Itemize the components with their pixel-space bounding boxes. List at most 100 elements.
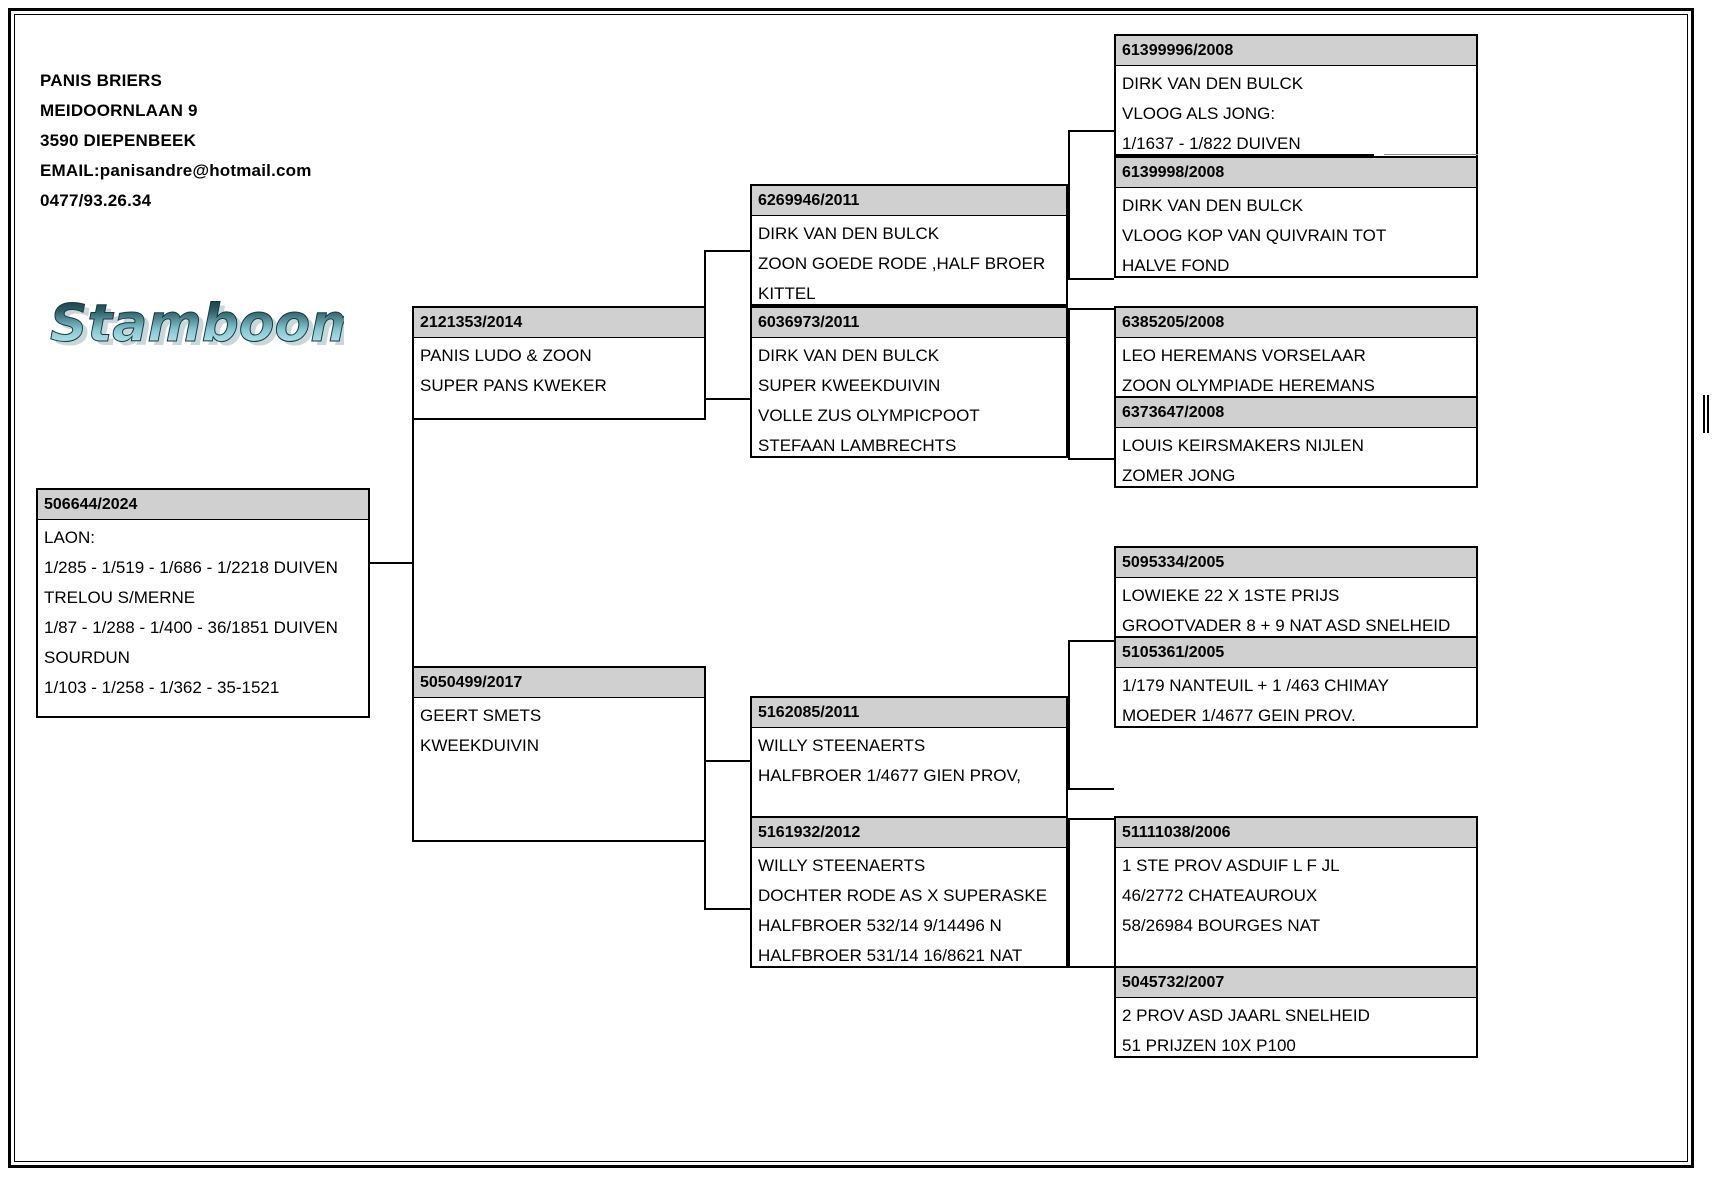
greatgrandparent-1-details: DIRK VAN DEN BULCK VLOOG ALS JONG: 1/163…	[1116, 66, 1476, 162]
grandparent-2-details: DIRK VAN DEN BULCK SUPER KWEEKDUIVIN VOL…	[752, 338, 1066, 464]
greatgrandparent-6-details: 1/179 NANTEUIL + 1 /463 CHIMAY MOEDER 1/…	[1116, 668, 1476, 734]
pedigree-box-greatgrandparent-1[interactable]: 61399996/2008 DIRK VAN DEN BULCK VLOOG A…	[1114, 34, 1478, 156]
greatgrandparent-2-details: DIRK VAN DEN BULCK VLOOG KOP VAN QUIVRAI…	[1116, 188, 1476, 284]
greatgrandparent-2-line: DIRK VAN DEN BULCK	[1122, 196, 1304, 215]
dam-line: KWEEKDUIVIN	[420, 736, 540, 755]
connector-subject-out	[370, 562, 414, 564]
breeder-line-1: PANIS BRIERS	[40, 71, 163, 90]
grandparent-4-ring-number: 5161932/2012	[752, 818, 1066, 848]
grandparent-2-line: VOLLE ZUS OLYMPICPOOT	[758, 406, 980, 425]
pedigree-box-dam[interactable]: 5050499/2017 GEERT SMETS KWEEKDUIVIN	[412, 666, 706, 842]
connector-sire-to-gp2	[704, 398, 750, 400]
connector-sire-to-gp1	[704, 250, 750, 252]
breeder-line-2: MEIDOORNLAAN 9	[40, 101, 198, 120]
pedigree-box-grandparent-4[interactable]: 5161932/2012 WILLY STEENAERTS DOCHTER RO…	[750, 816, 1068, 968]
greatgrandparent-2-ring-number: 6139998/2008	[1116, 158, 1476, 188]
grandparent-4-line: WILLY STEENAERTS	[758, 856, 926, 875]
greatgrandparent-6-line: 1/179 NANTEUIL + 1 /463 CHIMAY	[1122, 676, 1389, 695]
connector-gp4-spine	[1068, 818, 1070, 968]
greatgrandparent-3-ring-number: 6385205/2008	[1116, 308, 1476, 338]
greatgrandparent-3-line: LEO HEREMANS VORSELAAR	[1122, 346, 1366, 365]
pedigree-box-greatgrandparent-6[interactable]: 5105361/2005 1/179 NANTEUIL + 1 /463 CHI…	[1114, 636, 1478, 728]
dam-details: GEERT SMETS KWEEKDUIVIN	[414, 698, 704, 764]
svg-text:Stamboom: Stamboom	[55, 298, 344, 356]
grandparent-2-line: STEFAAN LAMBRECHTS	[758, 436, 957, 455]
greatgrandparent-8-line: 2 PROV ASD JAARL SNELHEID	[1122, 1006, 1370, 1025]
greatgrandparent-4-ring-number: 6373647/2008	[1116, 398, 1476, 428]
sire-line: SUPER PANS KWEKER	[420, 376, 607, 395]
svg-text:Stamboom: Stamboom	[50, 294, 344, 354]
pedigree-box-subject[interactable]: 506644/2024 LAON: 1/285 - 1/519 - 1/686 …	[36, 488, 370, 718]
pedigree-box-greatgrandparent-4[interactable]: 6373647/2008 LOUIS KEIRSMAKERS NIJLEN ZO…	[1114, 396, 1478, 488]
subject-line: 1/285 - 1/519 - 1/686 - 1/2218 DUIVEN	[44, 558, 338, 577]
subject-line: SOURDUN	[44, 648, 130, 667]
grandparent-1-line: KITTEL	[758, 284, 816, 303]
connector-gp1-to-ggp2	[1068, 278, 1114, 280]
grandparent-1-line: ZOON GOEDE RODE ,HALF BROER	[758, 254, 1046, 273]
subject-line: LAON:	[44, 528, 96, 547]
greatgrandparent-4-line: ZOMER JONG	[1122, 466, 1236, 485]
connector-gp3-to-ggp6	[1068, 788, 1114, 790]
greatgrandparent-1-ring-number: 61399996/2008	[1116, 36, 1476, 66]
grandparent-1-details: DIRK VAN DEN BULCK ZOON GOEDE RODE ,HALF…	[752, 216, 1066, 312]
pedigree-box-grandparent-2[interactable]: 6036973/2011 DIRK VAN DEN BULCK SUPER KW…	[750, 306, 1068, 458]
grandparent-3-line: HALFBROER 1/4677 GIEN PROV,	[758, 766, 1021, 785]
greatgrandparent-7-details: 1 STE PROV ASDUIF L F JL 46/2772 CHATEAU…	[1116, 848, 1476, 944]
greatgrandparent-8-line: 51 PRIJZEN 10X P100	[1122, 1036, 1296, 1055]
subject-details: LAON: 1/285 - 1/519 - 1/686 - 1/2218 DUI…	[38, 520, 368, 706]
page-border-outer	[8, 8, 1694, 1168]
subject-line: 1/103 - 1/258 - 1/362 - 35-1521	[44, 678, 280, 697]
pedigree-box-greatgrandparent-2[interactable]: 6139998/2008 DIRK VAN DEN BULCK VLOOG KO…	[1114, 156, 1478, 278]
connector-parents-spine	[412, 390, 414, 830]
grandparent-2-line: SUPER KWEEKDUIVIN	[758, 376, 941, 395]
greatgrandparent-1-underline	[1114, 154, 1374, 156]
breeder-email: EMAIL:panisandre@hotmail.com	[40, 161, 312, 180]
sire-details: PANIS LUDO & ZOON SUPER PANS KWEKER	[414, 338, 704, 404]
sire-ring-number: 2121353/2014	[414, 308, 704, 338]
greatgrandparent-4-line: LOUIS KEIRSMAKERS NIJLEN	[1122, 436, 1364, 455]
grandparent-1-line: DIRK VAN DEN BULCK	[758, 224, 940, 243]
page-border-inner	[14, 14, 1688, 1162]
grandparent-2-line: DIRK VAN DEN BULCK	[758, 346, 940, 365]
grandparent-4-line: DOCHTER RODE AS X SUPERASKE	[758, 886, 1048, 905]
pedigree-box-greatgrandparent-8[interactable]: 5045732/2007 2 PROV ASD JAARL SNELHEID 5…	[1114, 966, 1478, 1058]
pedigree-box-grandparent-3[interactable]: 5162085/2011 WILLY STEENAERTS HALFBROER …	[750, 696, 1068, 818]
pedigree-box-greatgrandparent-7[interactable]: 51111038/2006 1 STE PROV ASDUIF L F JL 4…	[1114, 816, 1478, 968]
greatgrandparent-4-details: LOUIS KEIRSMAKERS NIJLEN ZOMER JONG	[1116, 428, 1476, 494]
greatgrandparent-5-line: GROOTVADER 8 + 9 NAT ASD SNELHEID	[1122, 616, 1451, 635]
grandparent-4-line: HALFBROER 532/14 9/14496 N	[758, 916, 1002, 935]
sire-line: PANIS LUDO & ZOON	[420, 346, 592, 365]
connector-gp3-to-ggp5	[1068, 640, 1114, 642]
subject-ring-number: 506644/2024	[38, 490, 368, 520]
greatgrandparent-7-line: 1 STE PROV ASDUIF L F JL	[1122, 856, 1340, 875]
connector-dam-to-gp4	[704, 908, 750, 910]
subject-line: 1/87 - 1/288 - 1/400 - 36/1851 DUIVEN	[44, 618, 338, 637]
pedigree-box-greatgrandparent-5[interactable]: 5095334/2005 LOWIEKE 22 X 1STE PRIJS GRO…	[1114, 546, 1478, 638]
pedigree-box-grandparent-1[interactable]: 6269946/2011 DIRK VAN DEN BULCK ZOON GOE…	[750, 184, 1068, 306]
greatgrandparent-7-line: 46/2772 CHATEAUROUX	[1122, 886, 1318, 905]
connector-gp4-to-ggp7	[1068, 818, 1114, 820]
connector-gp2-spine	[1068, 308, 1070, 458]
connector-gp4-to-ggp8	[1068, 966, 1114, 968]
pedigree-box-greatgrandparent-3[interactable]: 6385205/2008 LEO HEREMANS VORSELAAR ZOON…	[1114, 306, 1478, 398]
greatgrandparent-8-details: 2 PROV ASD JAARL SNELHEID 51 PRIJZEN 10X…	[1116, 998, 1476, 1064]
greatgrandparent-5-details: LOWIEKE 22 X 1STE PRIJS GROOTVADER 8 + 9…	[1116, 578, 1476, 644]
greatgrandparent-8-ring-number: 5045732/2007	[1116, 968, 1476, 998]
page-edge-marker	[1703, 395, 1709, 433]
greatgrandparent-2-line: HALVE FOND	[1122, 256, 1230, 275]
greatgrandparent-6-ring-number: 5105361/2005	[1116, 638, 1476, 668]
pedigree-box-sire[interactable]: 2121353/2014 PANIS LUDO & ZOON SUPER PAN…	[412, 306, 706, 420]
connector-gp2-to-ggp3	[1068, 308, 1114, 310]
breeder-address: PANIS BRIERS MEIDOORNLAAN 9 3590 DIEPENB…	[40, 66, 312, 216]
connector-dam-to-gp3	[704, 760, 750, 762]
greatgrandparent-3-line: ZOON OLYMPIADE HEREMANS	[1122, 376, 1375, 395]
grandparent-1-ring-number: 6269946/2011	[752, 186, 1066, 216]
subject-line: TRELOU S/MERNE	[44, 588, 196, 607]
grandparent-4-details: WILLY STEENAERTS DOCHTER RODE AS X SUPER…	[752, 848, 1066, 974]
dam-ring-number: 5050499/2017	[414, 668, 704, 698]
greatgrandparent-1-line: 1/1637 - 1/822 DUIVEN	[1122, 134, 1301, 153]
greatgrandparent-1-line: VLOOG ALS JONG:	[1122, 104, 1276, 123]
connector-gp2-to-ggp4	[1068, 458, 1114, 460]
greatgrandparent-5-line: LOWIEKE 22 X 1STE PRIJS	[1122, 586, 1340, 605]
